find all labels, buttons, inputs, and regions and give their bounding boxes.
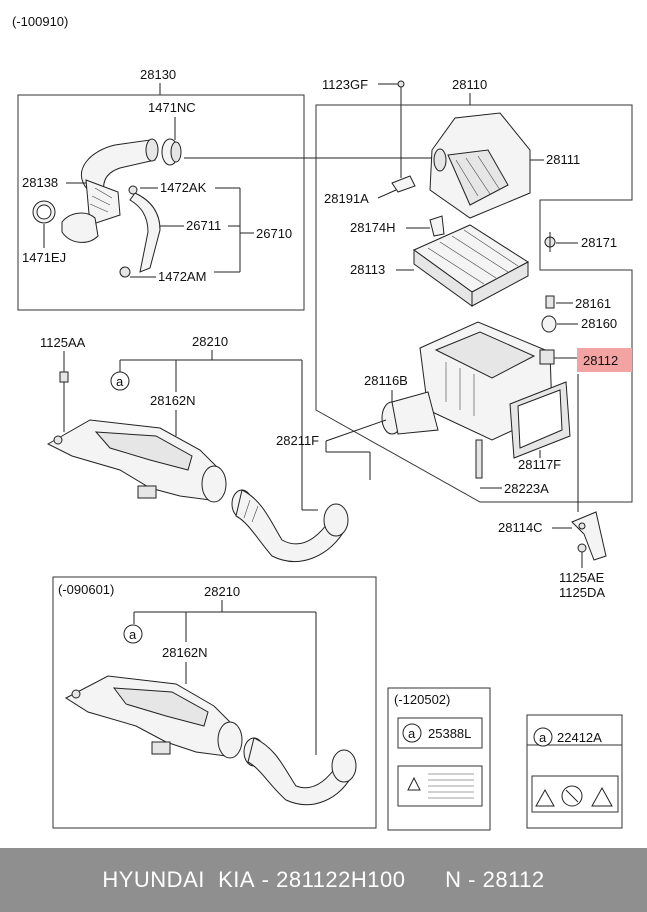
filter-element-28113 xyxy=(413,224,529,307)
parts-diagram: (-100910) 28130 1471NC 28138 1472AK 2671… xyxy=(12,14,633,831)
group-box-090601 xyxy=(52,576,377,829)
label-1123GF: 1123GF xyxy=(322,77,368,92)
label-28110: 28110 xyxy=(452,77,487,92)
clip-28191A xyxy=(391,175,416,193)
label-28162N-upper: 28162N xyxy=(150,393,196,408)
label-090601: (-090601) xyxy=(58,582,114,597)
ref-box-25388L xyxy=(397,717,483,749)
clamp-1471EJ xyxy=(32,200,56,224)
label-26710: 26710 xyxy=(256,226,292,241)
label-28117F: 28117F xyxy=(518,457,561,472)
label-28211F: 28211F xyxy=(276,433,319,448)
label-1472AM: 1472AM xyxy=(158,269,206,284)
group-box-120502 xyxy=(387,687,491,831)
header-code: (-100910) xyxy=(12,14,68,29)
ref-a-25388L xyxy=(402,723,422,743)
label-28114C: 28114C xyxy=(498,520,543,535)
label-26711: 26711 xyxy=(186,218,221,233)
bolt-28171 xyxy=(544,232,556,252)
label-28130: 28130 xyxy=(140,67,176,82)
footer-separator: - xyxy=(255,867,277,892)
duct-lower-28210 xyxy=(46,419,227,503)
bolt-28223A xyxy=(475,439,483,479)
collar-28161 xyxy=(545,295,555,309)
clip-28174H xyxy=(429,215,445,237)
warning-label-22412A xyxy=(531,775,619,813)
label-120502: (-120502) xyxy=(394,692,450,707)
label-1125DA: 1125DA xyxy=(559,585,605,600)
label-28160: 28160 xyxy=(581,316,617,331)
label-28161: 28161 xyxy=(575,296,611,311)
ref-box-22412A xyxy=(526,714,623,746)
hose-090601 xyxy=(243,737,357,806)
ref-a-lower xyxy=(123,624,143,644)
part-footer: HYUNDAI KIA - 281122H100 N - 28112 xyxy=(0,848,647,912)
ref-a-25388L-text: a xyxy=(408,726,416,741)
intake-hose-28138 xyxy=(61,138,159,243)
ref-a-upper-text: a xyxy=(116,374,124,389)
ref-a-22412A xyxy=(533,727,553,747)
label-28111: 28111 xyxy=(546,152,580,167)
label-1472AK: 1472AK xyxy=(160,180,207,195)
label-28112: 28112 xyxy=(583,353,618,368)
duct-lower-090601 xyxy=(65,675,243,759)
duct-28116B xyxy=(381,391,439,435)
label-25388L: 25388L xyxy=(428,726,471,741)
ref-a-22412A-text: a xyxy=(539,730,547,745)
highlight-28112 xyxy=(577,348,632,372)
gasket-28117F xyxy=(509,381,571,459)
grommet-28160 xyxy=(541,315,557,333)
footer-brand: HYUNDAI KIA xyxy=(102,867,256,892)
label-28138: 28138 xyxy=(22,175,58,190)
label-22412A: 22412A xyxy=(557,730,602,745)
label-28210-upper: 28210 xyxy=(192,334,228,349)
bolt-1125AA xyxy=(59,371,69,432)
footer-ref-number: N - 28112 xyxy=(445,867,545,892)
ref-a-lower-text: a xyxy=(129,627,137,642)
label-28116B: 28116B xyxy=(364,373,408,388)
label-28191A: 28191A xyxy=(324,191,369,206)
label-28171: 28171 xyxy=(581,235,617,250)
air-cleaner-cover-28111 xyxy=(429,112,531,219)
footer-part-number: 281122H100 xyxy=(276,867,406,892)
bolt-1123GF xyxy=(397,80,405,88)
warning-label-25388L xyxy=(397,765,483,807)
group-box-28130 xyxy=(17,94,305,311)
breather-hose-26711 xyxy=(119,185,161,278)
bolt-1125AE xyxy=(577,543,587,553)
label-28174H: 28174H xyxy=(350,220,396,235)
label-28113: 28113 xyxy=(350,262,385,277)
hose-28211F xyxy=(231,489,349,562)
label-1471NC: 1471NC xyxy=(148,100,196,115)
bracket-28114C xyxy=(571,511,607,561)
label-28210-lower: 28210 xyxy=(204,584,240,599)
label-1125AA: 1125AA xyxy=(40,335,86,350)
label-28162N-lower: 28162N xyxy=(162,645,208,660)
label-1471EJ: 1471EJ xyxy=(22,250,66,265)
label-28223A: 28223A xyxy=(504,481,549,496)
label-1125AE: 1125AE xyxy=(559,570,605,585)
clamp-1471NC xyxy=(161,138,182,166)
ref-a-upper xyxy=(110,371,130,391)
